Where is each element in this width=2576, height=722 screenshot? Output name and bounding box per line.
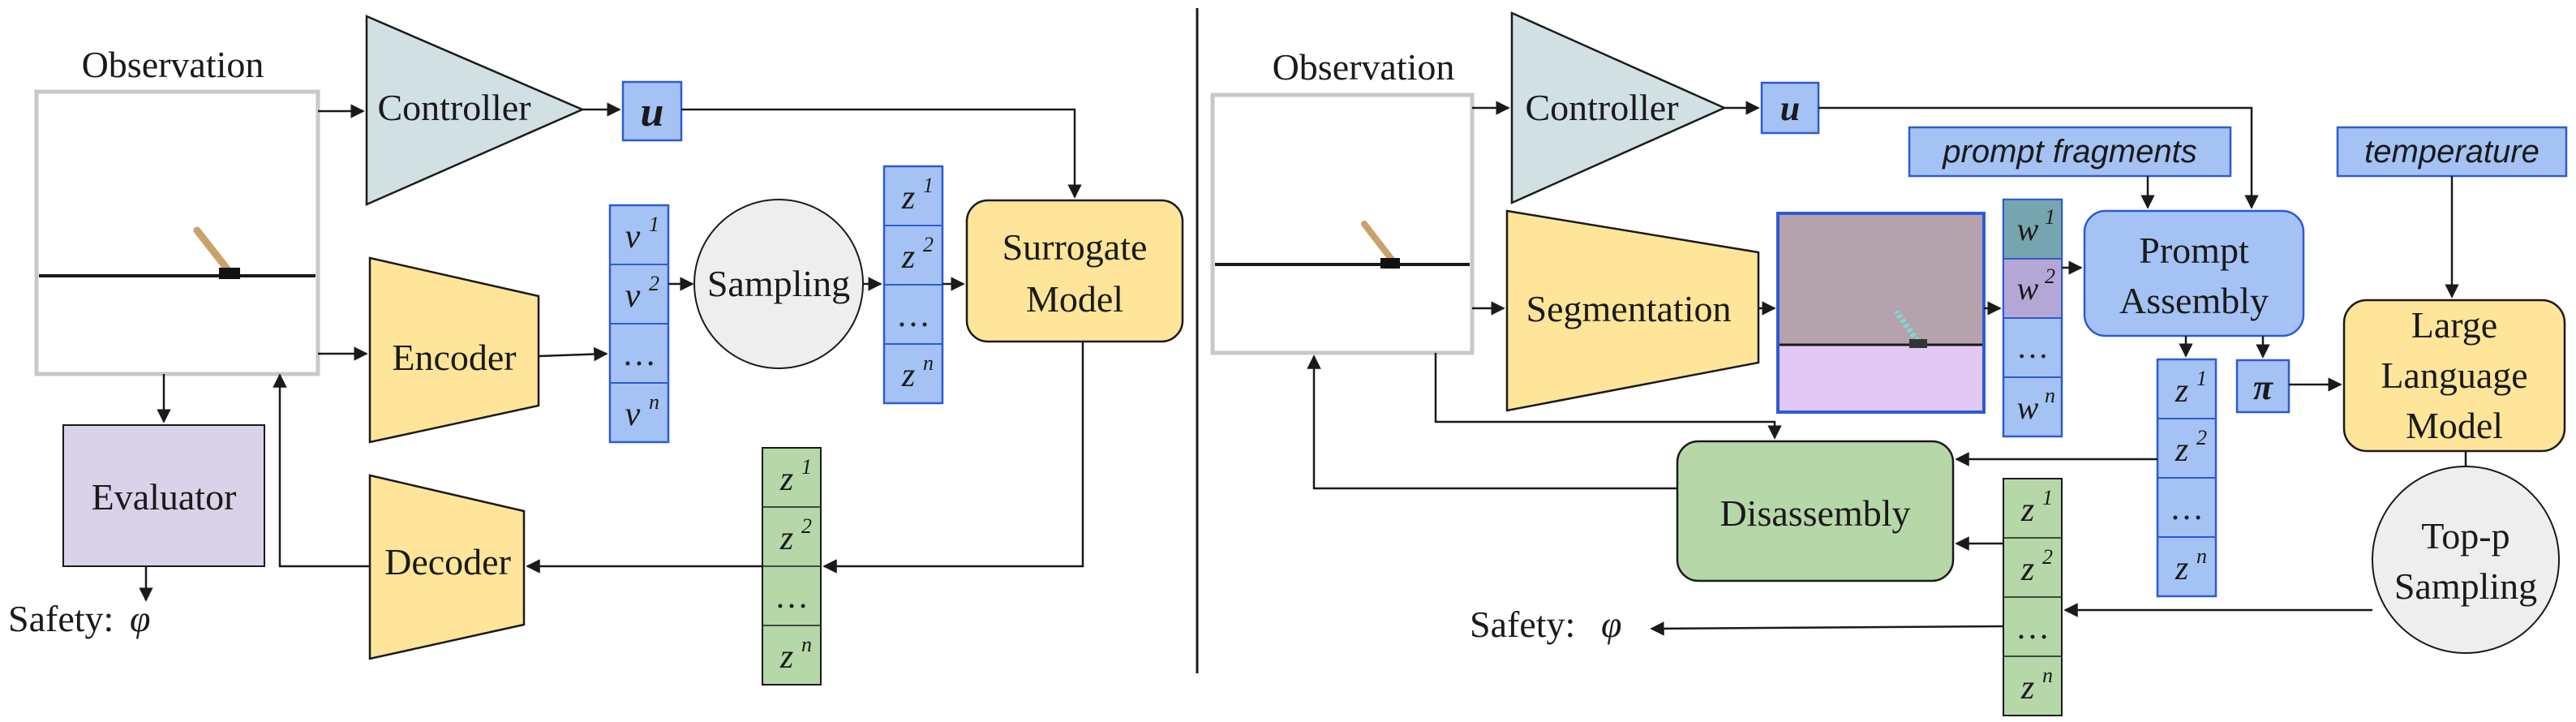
left-zg1: z <box>779 461 793 498</box>
left-vn-sup: n <box>649 390 659 414</box>
left-v1-sup: 1 <box>649 213 659 236</box>
left-encoder-label: Encoder <box>392 337 516 378</box>
left-v-stack <box>608 204 670 444</box>
left-controller-label: Controller <box>377 87 530 128</box>
right-w2: w <box>2017 270 2039 307</box>
right-segmentation-block <box>1505 209 1760 412</box>
left-zg1-sup: 1 <box>801 455 812 479</box>
right-llm-line3: Model <box>2406 405 2503 446</box>
right-z-stack <box>2156 358 2218 598</box>
right-segmented-image <box>1776 212 1986 414</box>
right-zg1: z <box>2020 492 2034 529</box>
right-zgn: z <box>2020 669 2034 707</box>
right-prompt-assembly <box>2083 209 2305 337</box>
left-zn-sup: n <box>923 351 934 375</box>
right-zg2: z <box>2020 551 2034 588</box>
right-wn-sup: n <box>2045 384 2055 407</box>
right-top-p-line1: Top-p <box>2421 515 2509 557</box>
left-safety-label: Safety: <box>8 598 114 639</box>
right-llm-line1: Large <box>2411 304 2497 346</box>
right-zb-ellipsis: … <box>2170 490 2204 527</box>
left-v2: v <box>625 277 641 315</box>
right-z-stack-green <box>2003 478 2063 716</box>
left-zn: z <box>901 357 915 394</box>
left-sampling-label: Sampling <box>707 263 850 304</box>
left-evaluator-label: Evaluator <box>92 476 237 518</box>
right-prompt-line1: Prompt <box>2139 230 2249 271</box>
right-observation-image <box>1210 92 1475 355</box>
right-zg2-sup: 2 <box>2042 545 2053 569</box>
left-surrogate-line2: Model <box>1026 278 1123 320</box>
left-arrows <box>139 102 1084 602</box>
left-z2-sup: 2 <box>923 233 934 256</box>
left-vn: v <box>625 396 641 433</box>
right-temperature-label: temperature <box>2364 134 2540 170</box>
left-v1: v <box>625 218 641 256</box>
left-evaluator <box>62 424 265 567</box>
left-decoder-label: Decoder <box>384 541 511 582</box>
left-z-ellipsis: … <box>896 297 930 334</box>
right-disassembly <box>1676 440 1955 582</box>
right-observation-title: Observation <box>1273 46 1455 88</box>
right-zg1-sup: 1 <box>2042 486 2053 509</box>
left-v2-sup: 2 <box>649 272 659 295</box>
left-zg2: z <box>779 520 793 557</box>
right-zgn-sup: n <box>2042 664 2053 687</box>
left-surrogate-line1: Surrogate <box>1002 226 1148 268</box>
right-zb1-sup: 1 <box>2196 367 2207 390</box>
right-top-p-circle <box>2372 466 2560 654</box>
left-safety-phi: φ <box>130 598 150 639</box>
left-u-box <box>621 80 683 142</box>
right-zb2-sup: 2 <box>2196 426 2207 449</box>
right-zb2: z <box>2175 432 2188 469</box>
right-top-p-line2: Sampling <box>2394 565 2537 607</box>
left-decoder-block <box>368 474 526 660</box>
right-zb1: z <box>2175 372 2188 410</box>
left-z-stack-green <box>762 447 822 685</box>
right-pi-label: π <box>2253 367 2273 407</box>
left-zg-ellipsis: … <box>775 578 809 616</box>
right-controller-label: Controller <box>1525 87 1678 128</box>
right-controller-block <box>1510 11 1728 204</box>
left-z1-sup: 1 <box>923 174 934 197</box>
left-observation-image <box>34 89 320 376</box>
left-v-ellipsis: … <box>622 336 656 373</box>
right-wn: w <box>2017 389 2039 426</box>
left-z-stack <box>882 165 944 405</box>
left-controller-block <box>365 15 586 206</box>
right-zg-ellipsis: … <box>2016 609 2050 647</box>
right-llm-block <box>2342 299 2566 453</box>
right-w2-sup: 2 <box>2045 264 2055 288</box>
right-temperature-box <box>2336 126 2568 178</box>
right-w1-sup: 1 <box>2045 205 2055 229</box>
right-safety-label: Safety: <box>1470 604 1575 645</box>
left-z2: z <box>901 239 915 276</box>
right-llm-line2: Language <box>2381 355 2527 396</box>
left-encoder-block <box>368 256 540 444</box>
left-observation-title: Observation <box>82 44 264 85</box>
right-pi-box <box>2235 359 2290 414</box>
left-surrogate-model <box>965 199 1184 343</box>
left-zgn-sup: n <box>801 633 812 656</box>
right-w-stack <box>2002 198 2063 438</box>
right-w-ellipsis: … <box>2016 329 2049 365</box>
left-zg2-sup: 2 <box>801 514 812 538</box>
right-prompt-fragments-label: prompt fragments <box>1942 134 2196 170</box>
right-disassembly-label: Disassembly <box>1719 492 1910 534</box>
left-zgn: z <box>779 638 793 676</box>
right-u-box <box>1760 81 1820 135</box>
right-prompt-line2: Assembly <box>2119 280 2269 321</box>
right-w1: w <box>2017 211 2039 247</box>
right-arrows <box>1307 101 2467 636</box>
right-zbn-sup: n <box>2196 544 2207 568</box>
right-safety-phi: φ <box>1601 604 1621 645</box>
right-prompt-fragments-box <box>1908 126 2232 178</box>
left-u-label: u <box>641 89 664 135</box>
right-u-label: u <box>1780 88 1800 128</box>
left-z1: z <box>901 179 915 217</box>
right-segmentation-label: Segmentation <box>1526 288 1732 329</box>
right-zbn: z <box>2175 550 2188 587</box>
